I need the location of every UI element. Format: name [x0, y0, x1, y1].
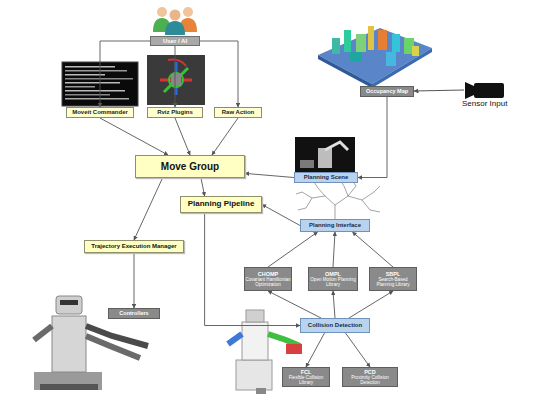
node-description: Search-Based Planning Library — [370, 277, 416, 287]
library-box: CHOMPCovariant Hamiltonian Optimization — [244, 267, 292, 291]
rviz-screenshot — [147, 55, 205, 105]
users-icon — [153, 7, 197, 35]
connector-arrow — [134, 178, 163, 240]
connector-arrow — [212, 118, 238, 155]
node-title: Planning Interface — [309, 222, 361, 229]
library-box: Controllers — [108, 308, 160, 319]
connector-arrow — [201, 178, 205, 196]
connector-arrow — [100, 41, 150, 107]
node-description: Proximity Collision Detection — [343, 375, 397, 385]
connector-arrow — [353, 232, 394, 267]
connector-arrow — [100, 118, 168, 155]
library-box: SBPLSearch-Based Planning Library — [369, 267, 417, 291]
camera-icon — [414, 82, 504, 99]
connector-arrow — [205, 213, 300, 326]
node-title: Moveit Commander — [72, 109, 128, 116]
connector-arrow — [134, 253, 135, 308]
node-title: Controllers — [119, 310, 148, 316]
connector-arrow — [358, 97, 387, 178]
node-title: CHOMP — [258, 271, 278, 277]
node-title: Occupancy Map — [366, 88, 408, 94]
node-title: Raw Action — [222, 109, 254, 116]
module-box: Planning Interface — [300, 219, 370, 232]
node-title: PCD — [364, 369, 376, 375]
node-title: FCL — [301, 369, 312, 375]
module-box: Collision Detection — [300, 318, 370, 333]
connector-arrow — [262, 205, 300, 226]
connector-arrow — [245, 173, 294, 177]
connector-arrow — [268, 232, 318, 267]
interface-box: Moveit Commander — [66, 107, 134, 118]
connector-arrow — [333, 291, 335, 318]
node-title: SBPL — [386, 271, 401, 277]
node-title: Planning Pipeline — [188, 200, 255, 209]
node-description: Covariant Hamiltonian Optimization — [245, 277, 291, 287]
occupancy-map-3d — [318, 26, 432, 88]
planning-tree — [296, 180, 380, 220]
node-title: Planning Scene — [304, 174, 349, 181]
node-title: User / AI — [163, 38, 187, 45]
library-box: FCLFlexible Collision Library — [282, 367, 330, 387]
node-description: Open Motion Planning Library — [309, 277, 357, 287]
interface-box: Raw Action — [214, 107, 262, 118]
node-description: Flexible Collision Library — [283, 375, 329, 385]
node-title: Move Group — [161, 161, 219, 172]
component-box: Trajectory Execution Manager — [84, 240, 184, 253]
connector-arrow — [333, 232, 335, 267]
library-box: Occupancy Map — [360, 86, 414, 97]
planning-scene-image — [295, 137, 355, 172]
interface-box: Rviz Plugins — [147, 107, 203, 118]
component-box: Move Group — [135, 155, 245, 178]
component-box: Planning Pipeline — [180, 196, 262, 213]
module-box: Planning Scene — [294, 172, 358, 183]
connector-arrow — [346, 333, 371, 367]
interface-box: User / AI — [150, 36, 200, 46]
node-title: Collision Detection — [308, 322, 362, 329]
node-title: OMPL — [325, 271, 341, 277]
library-box: PCDProximity Collision Detection — [342, 367, 398, 387]
node-title: Rviz Plugins — [157, 109, 193, 116]
connector-arrow — [268, 291, 321, 318]
connector-arrow — [349, 291, 393, 318]
connector-arrow — [200, 41, 238, 107]
connector-arrow — [306, 333, 325, 367]
library-box: OMPLOpen Motion Planning Library — [308, 267, 358, 291]
connector-arrow — [175, 118, 190, 155]
sensor-label: Sensor Input — [462, 99, 507, 108]
node-title: Trajectory Execution Manager — [91, 243, 176, 250]
connector-arrow — [175, 46, 176, 107]
